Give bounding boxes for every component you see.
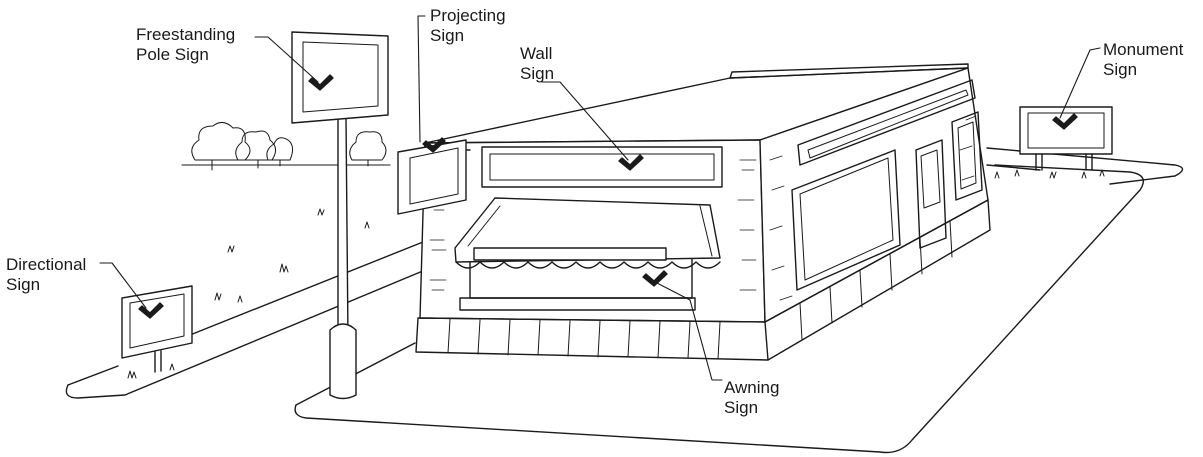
label-line: Sign — [724, 398, 779, 418]
monument-sign-panel — [1020, 107, 1112, 154]
label-line: Pole Sign — [136, 45, 235, 65]
directional-sign-legs — [155, 351, 161, 372]
background-trees — [182, 122, 390, 170]
label-line: Awning — [724, 378, 779, 398]
label-projecting-sign: Projecting Sign — [430, 6, 506, 46]
label-line: Freestanding — [136, 25, 235, 45]
roof-parapet — [730, 64, 968, 78]
pole-sign — [292, 32, 388, 399]
label-line: Sign — [6, 275, 86, 295]
directional-sign — [122, 286, 192, 372]
awning-sign-panel — [474, 248, 666, 260]
leader-projecting — [418, 16, 425, 142]
label-monument-sign: Monument Sign — [1103, 40, 1183, 80]
left-sidewalk-outer — [66, 268, 430, 398]
label-line: Wall — [520, 44, 554, 64]
pole-sign-pole — [338, 118, 348, 340]
label-line: Directional — [6, 255, 86, 275]
label-freestanding-pole-sign: Freestanding Pole Sign — [136, 25, 235, 65]
label-directional-sign: Directional Sign — [6, 255, 86, 295]
label-line: Projecting — [430, 6, 506, 26]
label-wall-sign: Wall Sign — [520, 44, 554, 84]
tree — [192, 122, 250, 160]
monument-sign — [1020, 107, 1112, 170]
tree — [350, 132, 386, 160]
label-line: Sign — [1103, 60, 1183, 80]
front-base — [416, 318, 768, 360]
label-line: Sign — [520, 64, 554, 84]
label-awning-sign: Awning Sign — [724, 378, 779, 418]
label-line: Sign — [430, 26, 506, 46]
tree — [236, 131, 276, 160]
label-line: Monument — [1103, 40, 1183, 60]
pole-sign-base — [330, 324, 356, 399]
